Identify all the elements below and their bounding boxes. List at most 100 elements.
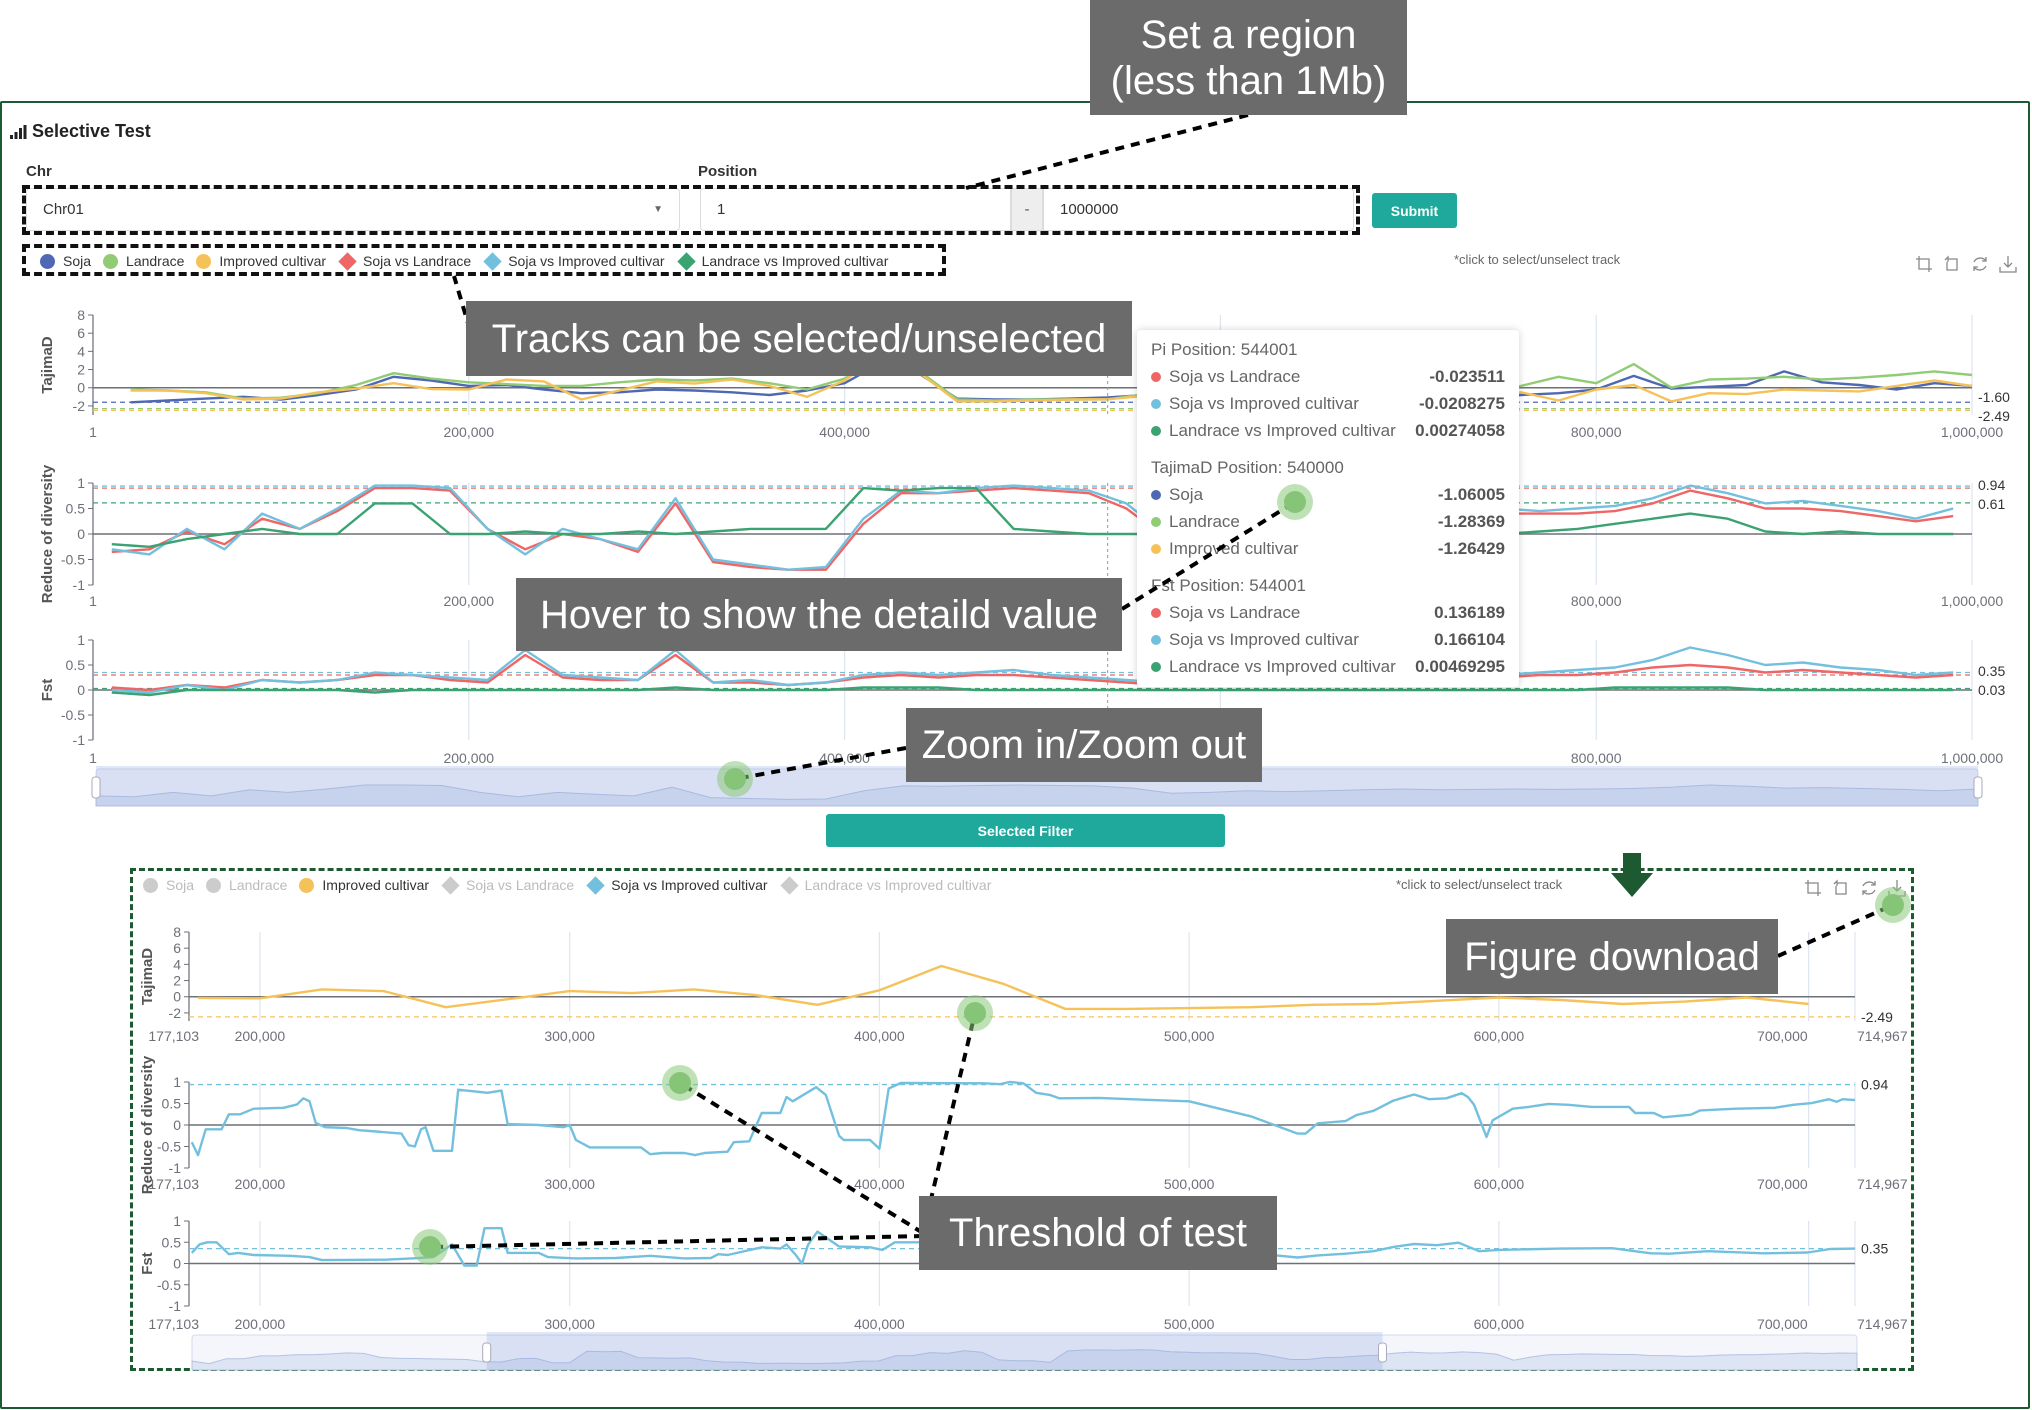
y-tick-label: 2 — [77, 362, 85, 378]
data-zoom-slider[interactable] — [91, 766, 1983, 807]
legend-label: Soja vs Improved cultivar — [508, 253, 665, 269]
zoom-select-icon[interactable] — [1915, 255, 1933, 273]
legend-highlight — [22, 244, 946, 276]
threshold-label: 0.94 — [1861, 1077, 1888, 1093]
y-axis-title: Fst — [139, 1252, 156, 1275]
y-tick-label: 0.5 — [66, 657, 86, 673]
tooltip-header: Pi Position: 544001 — [1151, 340, 1298, 359]
x-tick-label: 600,000 — [1474, 1176, 1525, 1192]
full-legend-soja-vs-improved-cultivar[interactable]: Soja vs Improved cultivar — [483, 251, 665, 271]
x-tick-label: 300,000 — [544, 1176, 595, 1192]
y-tick-label: -0.5 — [157, 1139, 181, 1155]
series-line-soja-vs-improved-cultivar — [190, 1080, 1856, 1157]
y-tick-label: -1 — [73, 577, 86, 593]
y-tick-label: 1 — [77, 632, 85, 648]
full-legend-soja[interactable]: Soja — [40, 253, 91, 269]
full-legend-landrace[interactable]: Landrace — [103, 253, 184, 269]
threshold-label: 0.03 — [1978, 682, 2005, 698]
submit-button[interactable]: Submit — [1372, 193, 1457, 228]
y-tick-label: 0 — [77, 526, 85, 542]
position-end-input[interactable]: 1000000 — [1043, 188, 1354, 231]
threshold-label: -2.49 — [1978, 408, 2010, 424]
filtered-legend-soja-vs-improved-cultivar[interactable]: Soja vs Improved cultivar — [586, 875, 768, 895]
position-start-input[interactable]: 1 — [700, 188, 1011, 231]
tooltip-series-value: -1.26429 — [1437, 538, 1505, 558]
panel-title: Selective Test — [10, 121, 151, 142]
x-tick-label: 177,103 — [148, 1028, 199, 1044]
series-dot-icon — [1151, 516, 1161, 527]
filtered-legend-soja[interactable]: Soja — [143, 877, 194, 893]
tooltip-series-name: Soja vs Improved cultivar — [1169, 393, 1359, 413]
callout-download: Figure download — [1446, 919, 1778, 994]
filtered-legend-landrace-vs-improved-cultivar[interactable]: Landrace vs Improved cultivar — [779, 875, 991, 895]
zoom-reset-icon[interactable] — [1943, 255, 1961, 273]
threshold-label: 0.94 — [1978, 477, 2005, 493]
callout-threshold: Threshold of test — [919, 1196, 1277, 1270]
bar-chart-icon — [10, 124, 27, 139]
x-tick-label: 1 — [89, 593, 97, 609]
x-tick-label: 500,000 — [1164, 1028, 1215, 1044]
x-tick-label: 177,103 — [148, 1176, 199, 1192]
full-legend-soja-vs-landrace[interactable]: Soja vs Landrace — [338, 251, 471, 271]
data-zoom-slider-handle-end[interactable] — [1973, 776, 1983, 799]
filtered-legend-improved-cultivar[interactable]: Improved cultivar — [299, 877, 429, 893]
threshold-label: 0.35 — [1861, 1241, 1888, 1257]
y-tick-label: 0.5 — [162, 1096, 182, 1112]
selected-filter-button[interactable]: Selected Filter — [826, 814, 1225, 847]
series-line-soja-vs-improved-cultivar — [111, 646, 1954, 694]
y-tick-label: 1 — [173, 1074, 181, 1090]
x-tick-label: 500,000 — [1164, 1176, 1215, 1192]
tooltip-series-value: 0.166104 — [1434, 629, 1505, 649]
full-legend-landrace-vs-improved-cultivar[interactable]: Landrace vs Improved cultivar — [676, 251, 888, 271]
y-axis-title: TajimaD — [39, 336, 56, 393]
callout-zoom: Zoom in/Zoom out — [906, 708, 1262, 782]
zoom-reset-icon[interactable] — [1832, 879, 1850, 897]
x-tick-label: 177,103 — [148, 1316, 199, 1332]
series-line-improved-cultivar — [197, 964, 1809, 1011]
tooltip-series-name: Landrace — [1169, 511, 1240, 531]
series-line-landrace-vs-improved-cultivar — [111, 686, 1954, 697]
download-icon[interactable] — [1999, 255, 2017, 273]
restore-icon[interactable] — [1860, 879, 1878, 897]
selective-test-panel — [0, 101, 2030, 1409]
filtered-data-zoom-slider-selection[interactable] — [486, 1332, 1383, 1370]
data-zoom-slider-handle-start[interactable] — [91, 776, 101, 799]
filtered-data-zoom-slider-handle-start[interactable] — [482, 1342, 492, 1363]
y-tick-label: 0.5 — [66, 501, 86, 517]
legend-label: Improved cultivar — [322, 877, 430, 893]
y-tick-label: 8 — [173, 924, 181, 940]
chevron-down-icon: ▼ — [653, 204, 663, 215]
series-dot-icon — [1151, 398, 1161, 409]
filtered-data-zoom-slider[interactable] — [191, 1332, 1858, 1371]
circle-marker-icon — [196, 253, 212, 269]
restore-icon[interactable] — [1971, 255, 1989, 273]
filtered-data-zoom-slider-handle-end[interactable] — [1377, 1342, 1387, 1363]
filtered-legend-soja-vs-landrace[interactable]: Soja vs Landrace — [441, 875, 574, 895]
callout-hover: Hover to show the detaild value — [516, 578, 1122, 651]
circle-marker-icon — [299, 877, 315, 893]
tooltip-series-name: Improved cultivar — [1169, 538, 1299, 558]
full-legend-improved-cultivar[interactable]: Improved cultivar — [196, 253, 326, 269]
x-tick-label: 200,000 — [443, 593, 494, 609]
tooltip-series-value: -0.023511 — [1429, 366, 1505, 386]
y-tick-label: -1 — [169, 1298, 182, 1314]
circle-marker-icon — [103, 253, 119, 269]
y-axis-title: TajimaD — [139, 948, 156, 1005]
filtered-legend-landrace[interactable]: Landrace — [206, 877, 287, 893]
y-tick-label: 0 — [173, 989, 181, 1005]
chr-select[interactable]: Chr01 ▼ — [26, 188, 680, 231]
x-tick-label: 200,000 — [235, 1028, 286, 1044]
x-tick-label: 1,000,000 — [1941, 750, 2003, 766]
circle-marker-icon — [40, 253, 55, 269]
legend-label: Soja — [63, 253, 92, 269]
chr-label: Chr — [26, 163, 52, 180]
legend-label: Improved cultivar — [219, 253, 327, 269]
arrow-down-icon — [1611, 853, 1653, 897]
tooltip-header: TajimaD Position: 540000 — [1151, 458, 1344, 477]
x-tick-label: 700,000 — [1757, 1316, 1808, 1332]
filtered-data-zoom-slider-overview-area — [191, 1349, 1858, 1371]
zoom-select-icon[interactable] — [1804, 879, 1822, 897]
